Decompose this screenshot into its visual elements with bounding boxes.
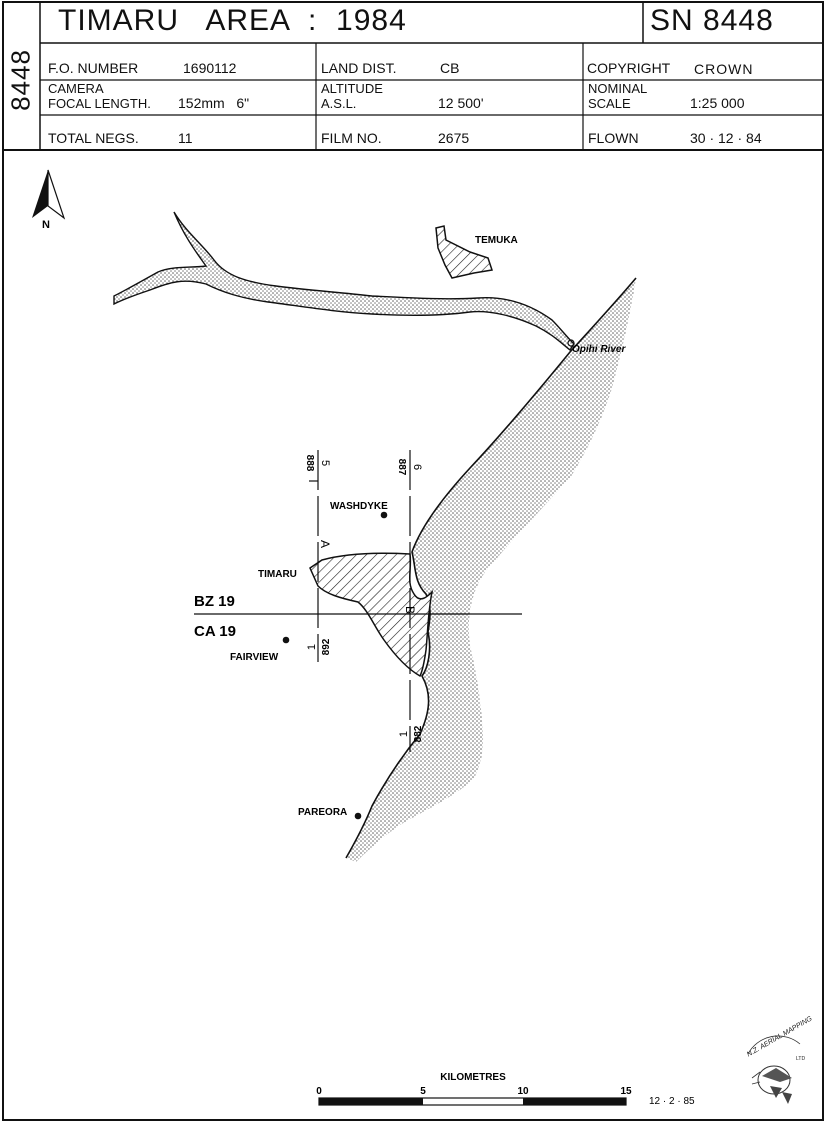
svg-text:887: 887 bbox=[396, 459, 407, 476]
focal-length-label: FOCAL LENGTH. bbox=[48, 96, 151, 111]
grid-label-ca: CA 19 bbox=[194, 623, 236, 640]
copyright-value: CROWN bbox=[694, 61, 754, 77]
washdyke-label: WASHDYKE bbox=[330, 501, 388, 512]
run-a-letter: A bbox=[318, 540, 332, 548]
opihi-river bbox=[113, 211, 575, 352]
scale-title: KILOMETRES bbox=[440, 1072, 506, 1083]
pareora-label: PAREORA bbox=[298, 807, 347, 818]
flown-label: FLOWN bbox=[588, 130, 639, 146]
timaru-label: TIMARU bbox=[258, 569, 297, 580]
nominal-label: NOMINAL bbox=[588, 81, 648, 96]
sheet-side-id: 8448 bbox=[5, 49, 36, 111]
sheet-sn-number: SN 8448 bbox=[650, 4, 774, 37]
run-b-letter: B bbox=[403, 606, 417, 614]
altitude-label: ALTITUDE bbox=[321, 81, 383, 96]
focal-length-value: 152mm 6" bbox=[178, 95, 250, 111]
svg-text:5: 5 bbox=[319, 460, 331, 466]
fairview-label: FAIRVIEW bbox=[230, 652, 279, 663]
svg-text:888: 888 bbox=[304, 455, 315, 472]
scale-tick-10: 10 bbox=[517, 1086, 529, 1097]
fairview-dot bbox=[282, 636, 290, 644]
camera-label: CAMERA bbox=[48, 81, 104, 96]
svg-text:LTD: LTD bbox=[796, 1056, 805, 1062]
run-a-bottom-label: 1 892 bbox=[306, 638, 332, 655]
fo-number-label: F.O. NUMBER bbox=[48, 60, 139, 76]
washdyke-dot bbox=[380, 511, 388, 519]
coastline bbox=[345, 277, 637, 859]
scale-bar bbox=[318, 1097, 627, 1106]
opihi-mouth-dot bbox=[567, 339, 575, 347]
scale-label: SCALE bbox=[588, 96, 631, 111]
map-date: 12 · 2 · 85 bbox=[649, 1096, 695, 1107]
land-district-value: CB bbox=[440, 60, 460, 76]
scale-tick-5: 5 bbox=[420, 1086, 426, 1097]
temuka-label: TEMUKA bbox=[475, 235, 518, 246]
altitude-value: 12 500' bbox=[438, 95, 484, 111]
asl-label: A.S.L. bbox=[321, 96, 357, 111]
grid-label-bz: BZ 19 bbox=[194, 593, 235, 610]
svg-text:1: 1 bbox=[306, 644, 318, 650]
scale-tick-0: 0 bbox=[316, 1086, 322, 1097]
land-district-label: LAND DIST. bbox=[321, 60, 397, 76]
svg-text:6: 6 bbox=[411, 464, 423, 470]
flown-value: 30 · 12 · 84 bbox=[690, 130, 762, 146]
pareora-dot bbox=[354, 812, 362, 820]
flight-run-a bbox=[309, 450, 319, 662]
sheet-title: TIMARU AREA : 1984 bbox=[58, 4, 407, 37]
scale-value: 1:25 000 bbox=[690, 95, 745, 111]
film-number-value: 2675 bbox=[438, 130, 470, 146]
opihi-label: Opihi River bbox=[572, 344, 626, 355]
total-negs-label: TOTAL NEGS. bbox=[48, 130, 139, 146]
temuka-town-area bbox=[435, 225, 493, 279]
fo-number-value: 1690112 bbox=[183, 60, 237, 76]
run-a-top-label: 5 888 bbox=[304, 455, 331, 472]
copyright-label: COPYRIGHT bbox=[587, 60, 671, 76]
film-number-label: FILM NO. bbox=[321, 130, 382, 146]
nz-aerial-mapping-seal-icon: N.Z. AERIAL MAPPING LTD bbox=[739, 1015, 817, 1111]
header-grid bbox=[3, 2, 823, 151]
north-arrow-icon bbox=[32, 169, 66, 220]
svg-text:882: 882 bbox=[413, 725, 424, 742]
svg-text:892: 892 bbox=[321, 638, 332, 655]
coastal-sea bbox=[346, 278, 636, 862]
north-label: N bbox=[42, 219, 50, 231]
scale-tick-15: 15 bbox=[620, 1086, 632, 1097]
run-b-top-label: 6 887 bbox=[396, 459, 423, 476]
svg-text:1: 1 bbox=[398, 731, 410, 737]
total-negs-value: 11 bbox=[178, 130, 193, 146]
run-b-bottom-label: 1 882 bbox=[398, 725, 424, 742]
